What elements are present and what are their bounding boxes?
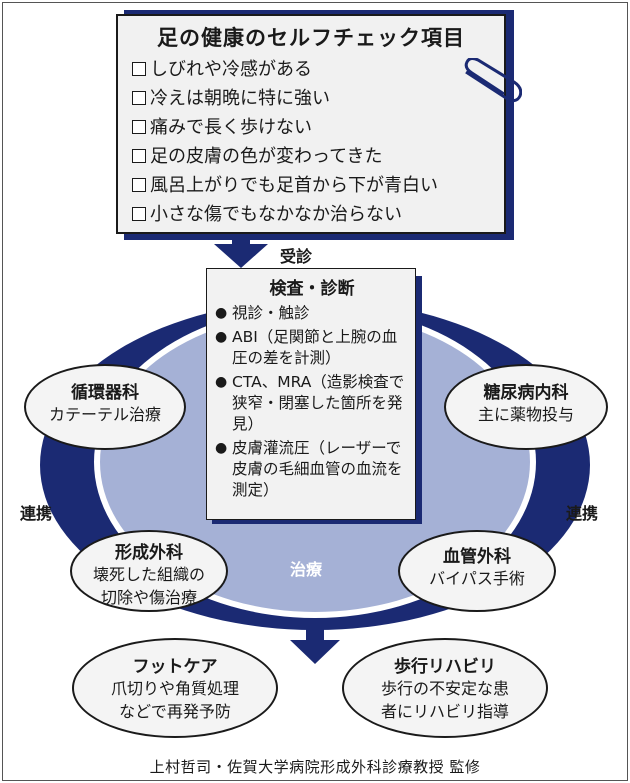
exam-item: ●皮膚灌流圧（レーザーで皮膚の毛細血管の血流を測定）	[215, 439, 403, 499]
supervision-credit: 上村哲司・佐賀大学病院形成外科診療教授 監修	[149, 758, 481, 776]
diabetes-desc: 主に薬物投与	[477, 405, 574, 424]
exam-item: ●CTA、MRA（造影検査で狭窄・閉塞した箇所を発見）	[215, 373, 405, 433]
vascular-desc: バイパス手術	[429, 569, 525, 588]
cardiology-bubble: 循環器科 カテーテル治療	[24, 364, 186, 450]
plastic-name: 形成外科	[115, 543, 183, 563]
check-item: 痛みで長く歩けない	[132, 113, 504, 142]
diabetes-bubble: 糖尿病内科 主に薬物投与	[444, 364, 608, 450]
checkbox-icon	[132, 120, 146, 134]
check-item: 風呂上がりでも足首から下が青白い	[132, 171, 504, 200]
plastic-surgery-bubble: 形成外科 壊死した組織の 切除や傷治療	[70, 530, 228, 612]
check-item: 冷えは朝晩に特に強い	[132, 84, 504, 113]
cooperation-label-right: 連携	[566, 504, 599, 523]
checklist-title: 足の健康のセルフチェック項目	[157, 26, 465, 50]
vascular-surgery-bubble: 血管外科 バイパス手術	[398, 530, 556, 612]
vascular-name: 血管外科	[443, 547, 511, 567]
checkbox-icon	[132, 62, 146, 76]
exam-diagnosis-box: 検査・診断 ●視診・触診 ●ABI（足関節と上腕の血圧の差を計測） ●CTA、M…	[206, 268, 416, 520]
cooperation-label-left: 連携	[20, 504, 53, 523]
check-item: 足の皮膚の色が変わってきた	[132, 142, 504, 171]
exam-item: ●視診・触診	[215, 304, 310, 322]
foot-care-bubble: フットケア 爪切りや角質処理 などで再発予防	[72, 638, 278, 738]
treatment-label: 治療	[290, 560, 323, 579]
checkbox-icon	[132, 178, 146, 192]
paperclip-icon	[464, 58, 522, 103]
checkbox-icon	[132, 149, 146, 163]
rehab-name: 歩行リハビリ	[394, 657, 496, 677]
walking-rehab-bubble: 歩行リハビリ 歩行の不安定な患 者にリハビリ指導	[342, 638, 548, 738]
diabetes-name: 糖尿病内科	[483, 383, 569, 403]
bullet-icon: ●	[215, 374, 228, 390]
check-item: 小さな傷でもなかなか治らない	[132, 200, 504, 229]
bullet-icon: ●	[215, 329, 228, 345]
down-arrow-icon	[290, 618, 340, 664]
bullet-icon: ●	[215, 440, 228, 456]
self-check-list: 足の健康のセルフチェック項目 しびれや冷感がある 冷えは朝晩に特に強い 痛みで長…	[116, 14, 506, 234]
exam-title: 検査・診断	[269, 279, 355, 299]
checkbox-icon	[132, 91, 146, 105]
footcare-name: フットケア	[132, 657, 218, 677]
checkbox-icon	[132, 207, 146, 221]
cardiology-desc: カテーテル治療	[48, 405, 161, 424]
cardiology-name: 循環器科	[71, 383, 139, 403]
consult-label: 受診	[280, 247, 313, 266]
bullet-icon: ●	[215, 305, 228, 321]
exam-item: ●ABI（足関節と上腕の血圧の差を計測）	[215, 328, 398, 367]
check-item: しびれや冷感がある	[132, 55, 504, 84]
